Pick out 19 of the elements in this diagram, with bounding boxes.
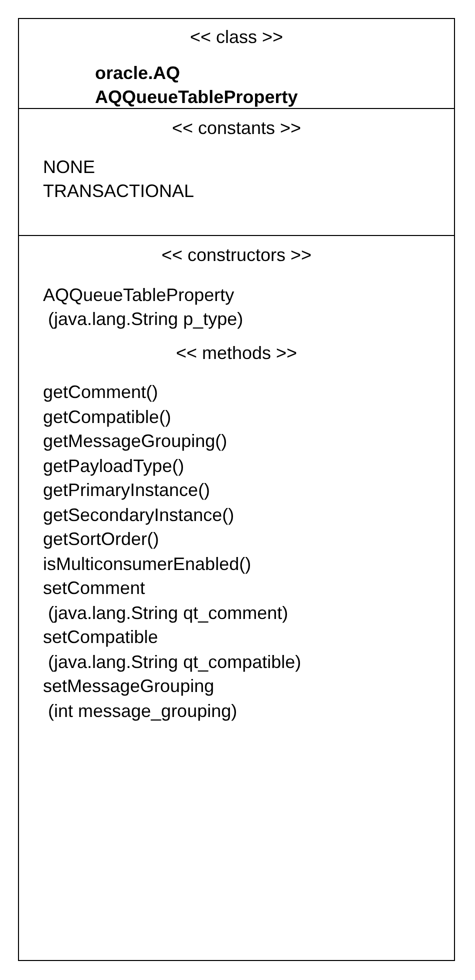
stereotype-label: << methods >> (176, 342, 298, 364)
method-signature: getSecondaryInstance() (43, 504, 234, 527)
method-signature: setComment (java.lang.String qt_comment) (43, 577, 288, 625)
method-signature: getPrimaryInstance() (43, 479, 210, 502)
stereotype-label: << constants >> (172, 117, 302, 140)
method-signature: getComment() (43, 381, 158, 404)
constant-name: NONE (43, 156, 96, 178)
stereotype-label: << class >> (190, 26, 284, 49)
method-signature: isMulticonsumerEnabled() (43, 552, 252, 576)
method-signature: getPayloadType() (43, 454, 184, 478)
stereotype-label: << constructors >> (161, 244, 312, 267)
method-signature: getSortOrder() (43, 528, 160, 551)
class-name: oracle.AQ AQQueueTableProperty (95, 62, 298, 109)
method-signature: setMessageGrouping (int message_grouping) (43, 675, 238, 723)
constructor-signature: AQQueueTableProperty (java.lang.String p_type) (43, 284, 244, 331)
method-signature: getMessageGrouping() (43, 430, 228, 453)
constant-name: TRANSACTIONAL (43, 180, 194, 203)
method-signature: getCompatible() (43, 406, 172, 429)
method-signature: setCompatible (java.lang.String qt_compatible) (43, 626, 302, 674)
